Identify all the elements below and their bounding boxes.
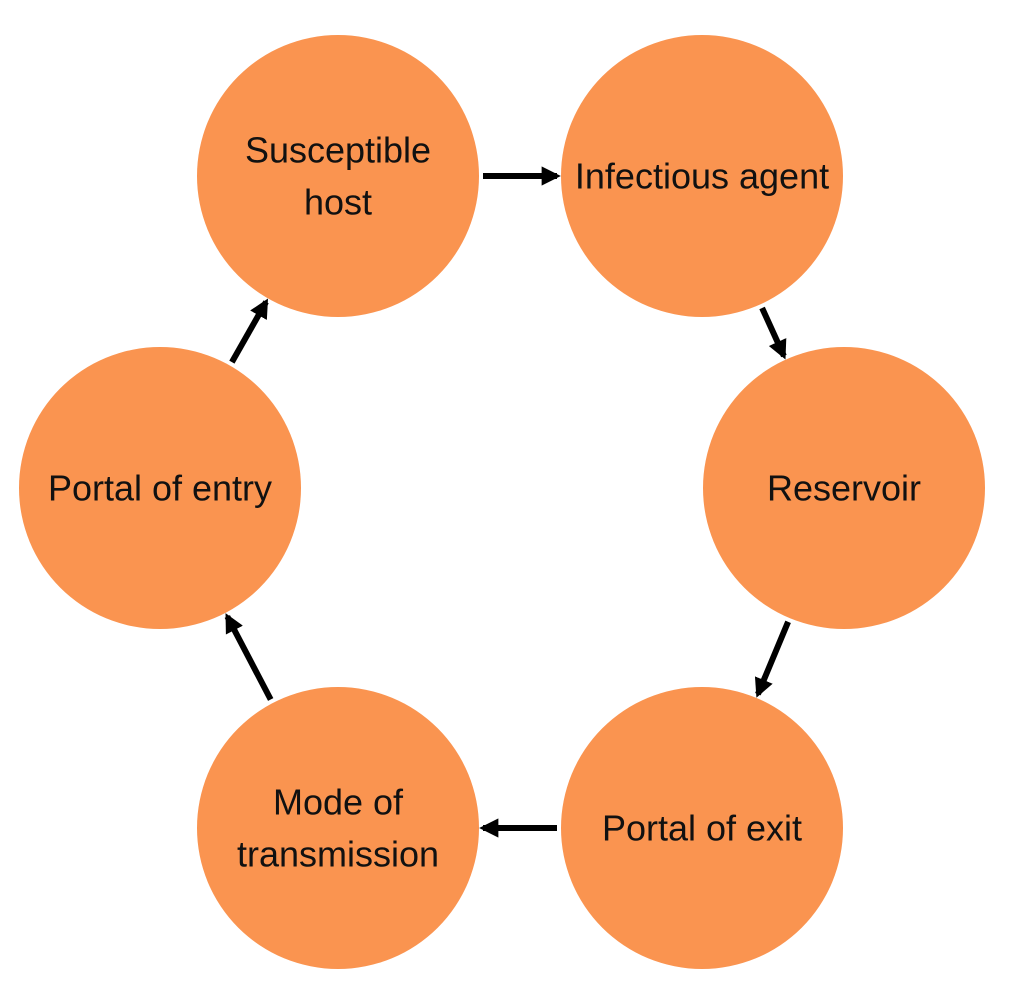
node-circle-portal-of-entry	[19, 347, 301, 629]
nodes-layer: Susceptible host Infectious agentReservoir…	[19, 35, 985, 969]
node-label-portal-of-exit: Portal of exit	[602, 808, 802, 849]
node-label-portal-of-entry: Portal of entry	[48, 468, 272, 509]
node-portal-of-entry: Portal of entry	[19, 347, 301, 629]
node-label-infectious-agent: Infectious agent	[575, 156, 829, 197]
node-reservoir: Reservoir	[703, 347, 985, 629]
node-label-mode-of-transmission: Mode of	[273, 782, 404, 823]
node-label-mode-of-transmission: transmission	[237, 834, 439, 875]
arrow-infectious-agent-to-reservoir	[759, 306, 787, 360]
node-circle-reservoir	[703, 347, 985, 629]
node-infectious-agent: Infectious agent	[561, 35, 843, 317]
arrow-mode-of-transmission-to-portal-of-entry	[224, 613, 274, 701]
node-circle-susceptible-host	[197, 35, 479, 317]
node-label-susceptible-host: host	[304, 182, 372, 223]
node-label-reservoir: Reservoir	[767, 468, 921, 509]
arrow-reservoir-to-portal-of-exit	[754, 620, 791, 698]
node-circle-mode-of-transmission	[197, 687, 479, 969]
node-label-susceptible-host: Susceptible	[245, 130, 431, 171]
node-portal-of-exit: Portal of exit	[561, 687, 843, 969]
node-circle-infectious-agent	[561, 35, 843, 317]
arrow-portal-of-entry-to-susceptible-host	[229, 298, 269, 364]
node-circle-portal-of-exit	[561, 687, 843, 969]
node-mode-of-transmission: Mode of transmission	[197, 687, 479, 969]
node-susceptible-host: Susceptible host	[197, 35, 479, 317]
arrows-layer	[224, 166, 791, 838]
